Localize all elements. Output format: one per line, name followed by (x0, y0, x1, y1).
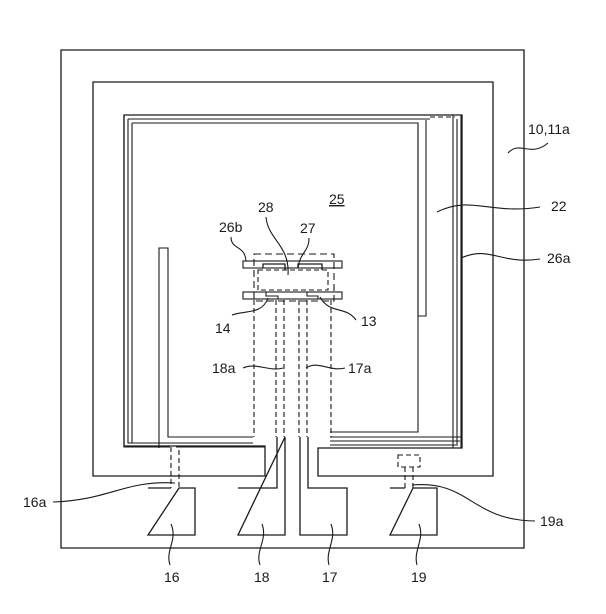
pad-16 (148, 488, 195, 535)
left-inner-bar (159, 248, 253, 448)
label-26b: 26b (219, 219, 243, 235)
label-22: 22 (551, 198, 567, 214)
label-28: 28 (258, 199, 274, 215)
wire-17a (299, 300, 331, 437)
leader-26b (231, 237, 246, 261)
leader-16a (53, 483, 175, 502)
label-17: 17 (322, 569, 338, 585)
label-19a: 19a (540, 513, 564, 529)
label-13: 13 (361, 313, 377, 329)
label-16: 16 (164, 569, 180, 585)
chip-19a (398, 455, 420, 467)
element-27 (298, 264, 322, 270)
leader-26a (461, 254, 540, 261)
wire-19a (405, 467, 413, 488)
pad-19 (390, 488, 437, 535)
frame-ring (93, 82, 493, 476)
leader-10-11a (508, 143, 548, 153)
inner-dash-box (258, 270, 328, 290)
label-14: 14 (215, 320, 231, 336)
leader-16 (169, 524, 173, 565)
leader-17 (328, 524, 333, 565)
pad-17-trace (300, 437, 347, 535)
leader-18 (259, 524, 264, 565)
leader-17a (306, 365, 345, 369)
label-16a: 16a (23, 494, 47, 510)
line-26b-lower (243, 292, 342, 299)
line-26a-inner (132, 123, 418, 443)
leader-18a (243, 366, 283, 369)
line-26b (243, 261, 342, 268)
label-substrate: 10,11a (528, 121, 570, 137)
line-26a-outer (124, 115, 430, 447)
label-18: 18 (254, 569, 270, 585)
leader-19a (412, 485, 535, 521)
electrode-22-bar (418, 120, 426, 316)
pad-18-trace (238, 437, 285, 535)
line-26a-mid (128, 119, 430, 443)
leader-19 (416, 524, 421, 565)
element-13 (307, 292, 318, 299)
label-17a: 17a (348, 360, 372, 376)
label-27: 27 (300, 220, 316, 236)
label-19: 19 (411, 569, 427, 585)
label-25: 25 (329, 191, 345, 207)
label-26a: 26a (547, 250, 571, 266)
element-28 (263, 264, 285, 270)
wire-16a (171, 447, 179, 488)
label-18a: 18a (212, 360, 236, 376)
